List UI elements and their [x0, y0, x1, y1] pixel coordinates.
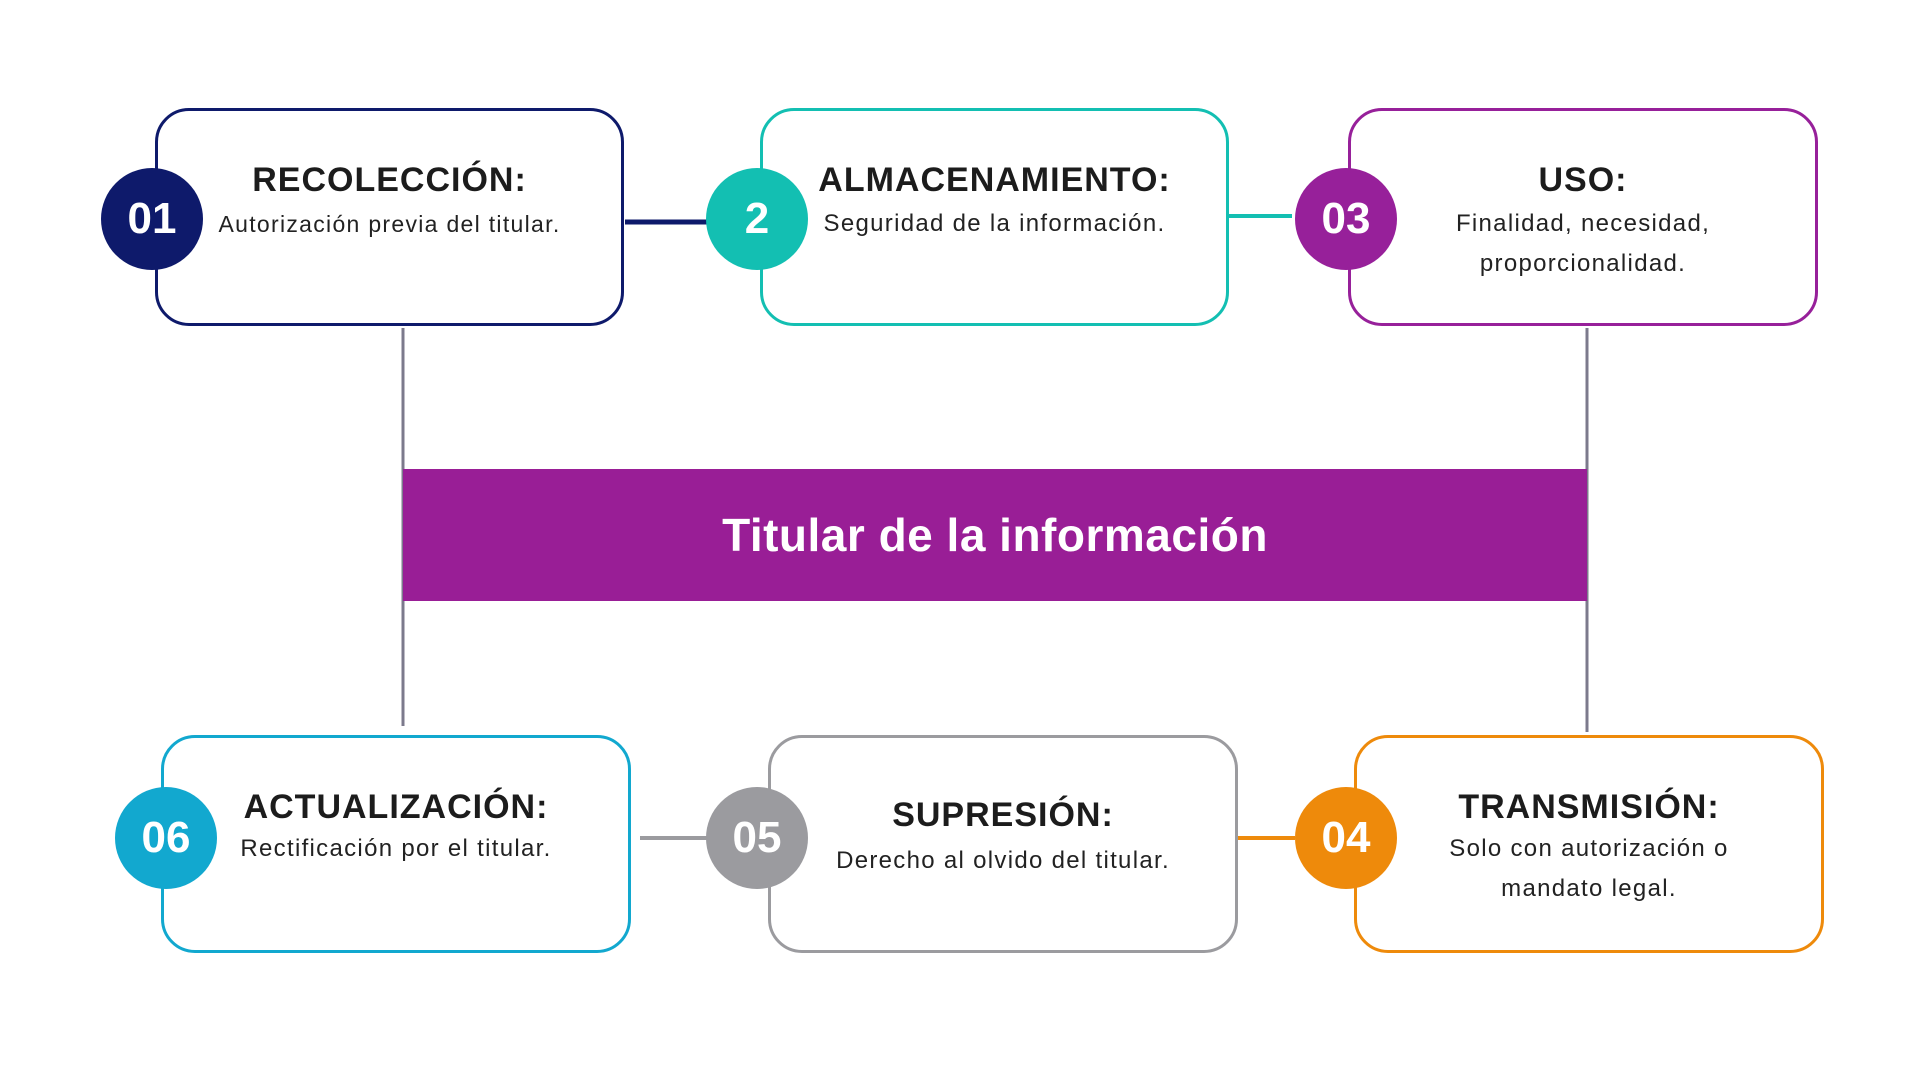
stage-title: ALMACENAMIENTO: [818, 161, 1171, 199]
stage-title: USO: [1538, 161, 1628, 199]
stage-badge-04: 04 [1295, 787, 1397, 889]
stage-description: Seguridad de la información. [823, 210, 1166, 237]
stage-badge-02: 2 [706, 168, 808, 270]
stage-description: Solo con autorización o mandato legal. [1449, 835, 1729, 902]
stage-title: TRANSMISIÓN: [1458, 788, 1720, 826]
stage-description: Derecho al olvido del titular. [836, 847, 1170, 874]
stage-badge-01: 01 [101, 168, 203, 270]
stage-badge-03: 03 [1295, 168, 1397, 270]
stage-card-04: TRANSMISIÓN: Solo con autorización o man… [1354, 735, 1824, 953]
stage-description: Finalidad, necesidad, proporcionalidad. [1455, 210, 1711, 277]
stage-title: SUPRESIÓN: [892, 796, 1114, 834]
stage-card-05: SUPRESIÓN: Derecho al olvido del titular… [768, 735, 1238, 953]
stage-description: Rectificación por el titular. [240, 835, 552, 862]
stage-card-01: RECOLECCIÓN: Autorización previa del tit… [155, 108, 624, 326]
stage-description: Autorización previa del titular. [218, 211, 561, 237]
stage-title: ACTUALIZACIÓN: [243, 788, 549, 826]
stage-card-02: ALMACENAMIENTO: Seguridad de la informac… [760, 108, 1229, 326]
stage-title: RECOLECCIÓN: [252, 161, 527, 199]
stage-badge-06: 06 [115, 787, 217, 889]
stage-card-03: USO: Finalidad, necesidad, proporcionali… [1348, 108, 1818, 326]
center-label: Titular de la información [403, 469, 1587, 601]
stage-badge-05: 05 [706, 787, 808, 889]
stage-card-06: ACTUALIZACIÓN: Rectificación por el titu… [161, 735, 631, 953]
